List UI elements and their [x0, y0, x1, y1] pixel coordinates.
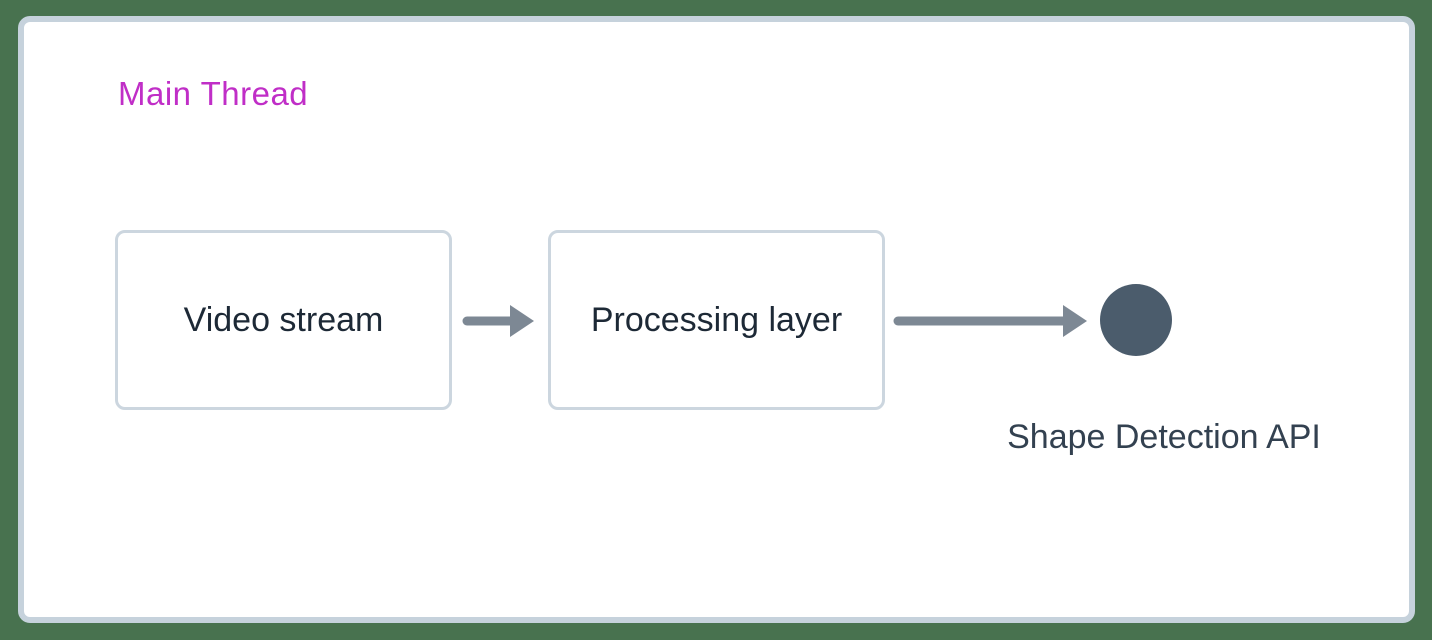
- node-video-stream-label: Video stream: [183, 300, 384, 339]
- node-processing-layer: Processing layer: [548, 230, 885, 410]
- node-shape-detection-label: Shape Detection API: [1007, 418, 1321, 456]
- node-video-stream: Video stream: [115, 230, 452, 410]
- main-thread-label: Main Thread: [118, 75, 309, 112]
- node-shape-detection-circle: [1100, 284, 1172, 356]
- node-processing-layer-label: Processing layer: [590, 300, 843, 339]
